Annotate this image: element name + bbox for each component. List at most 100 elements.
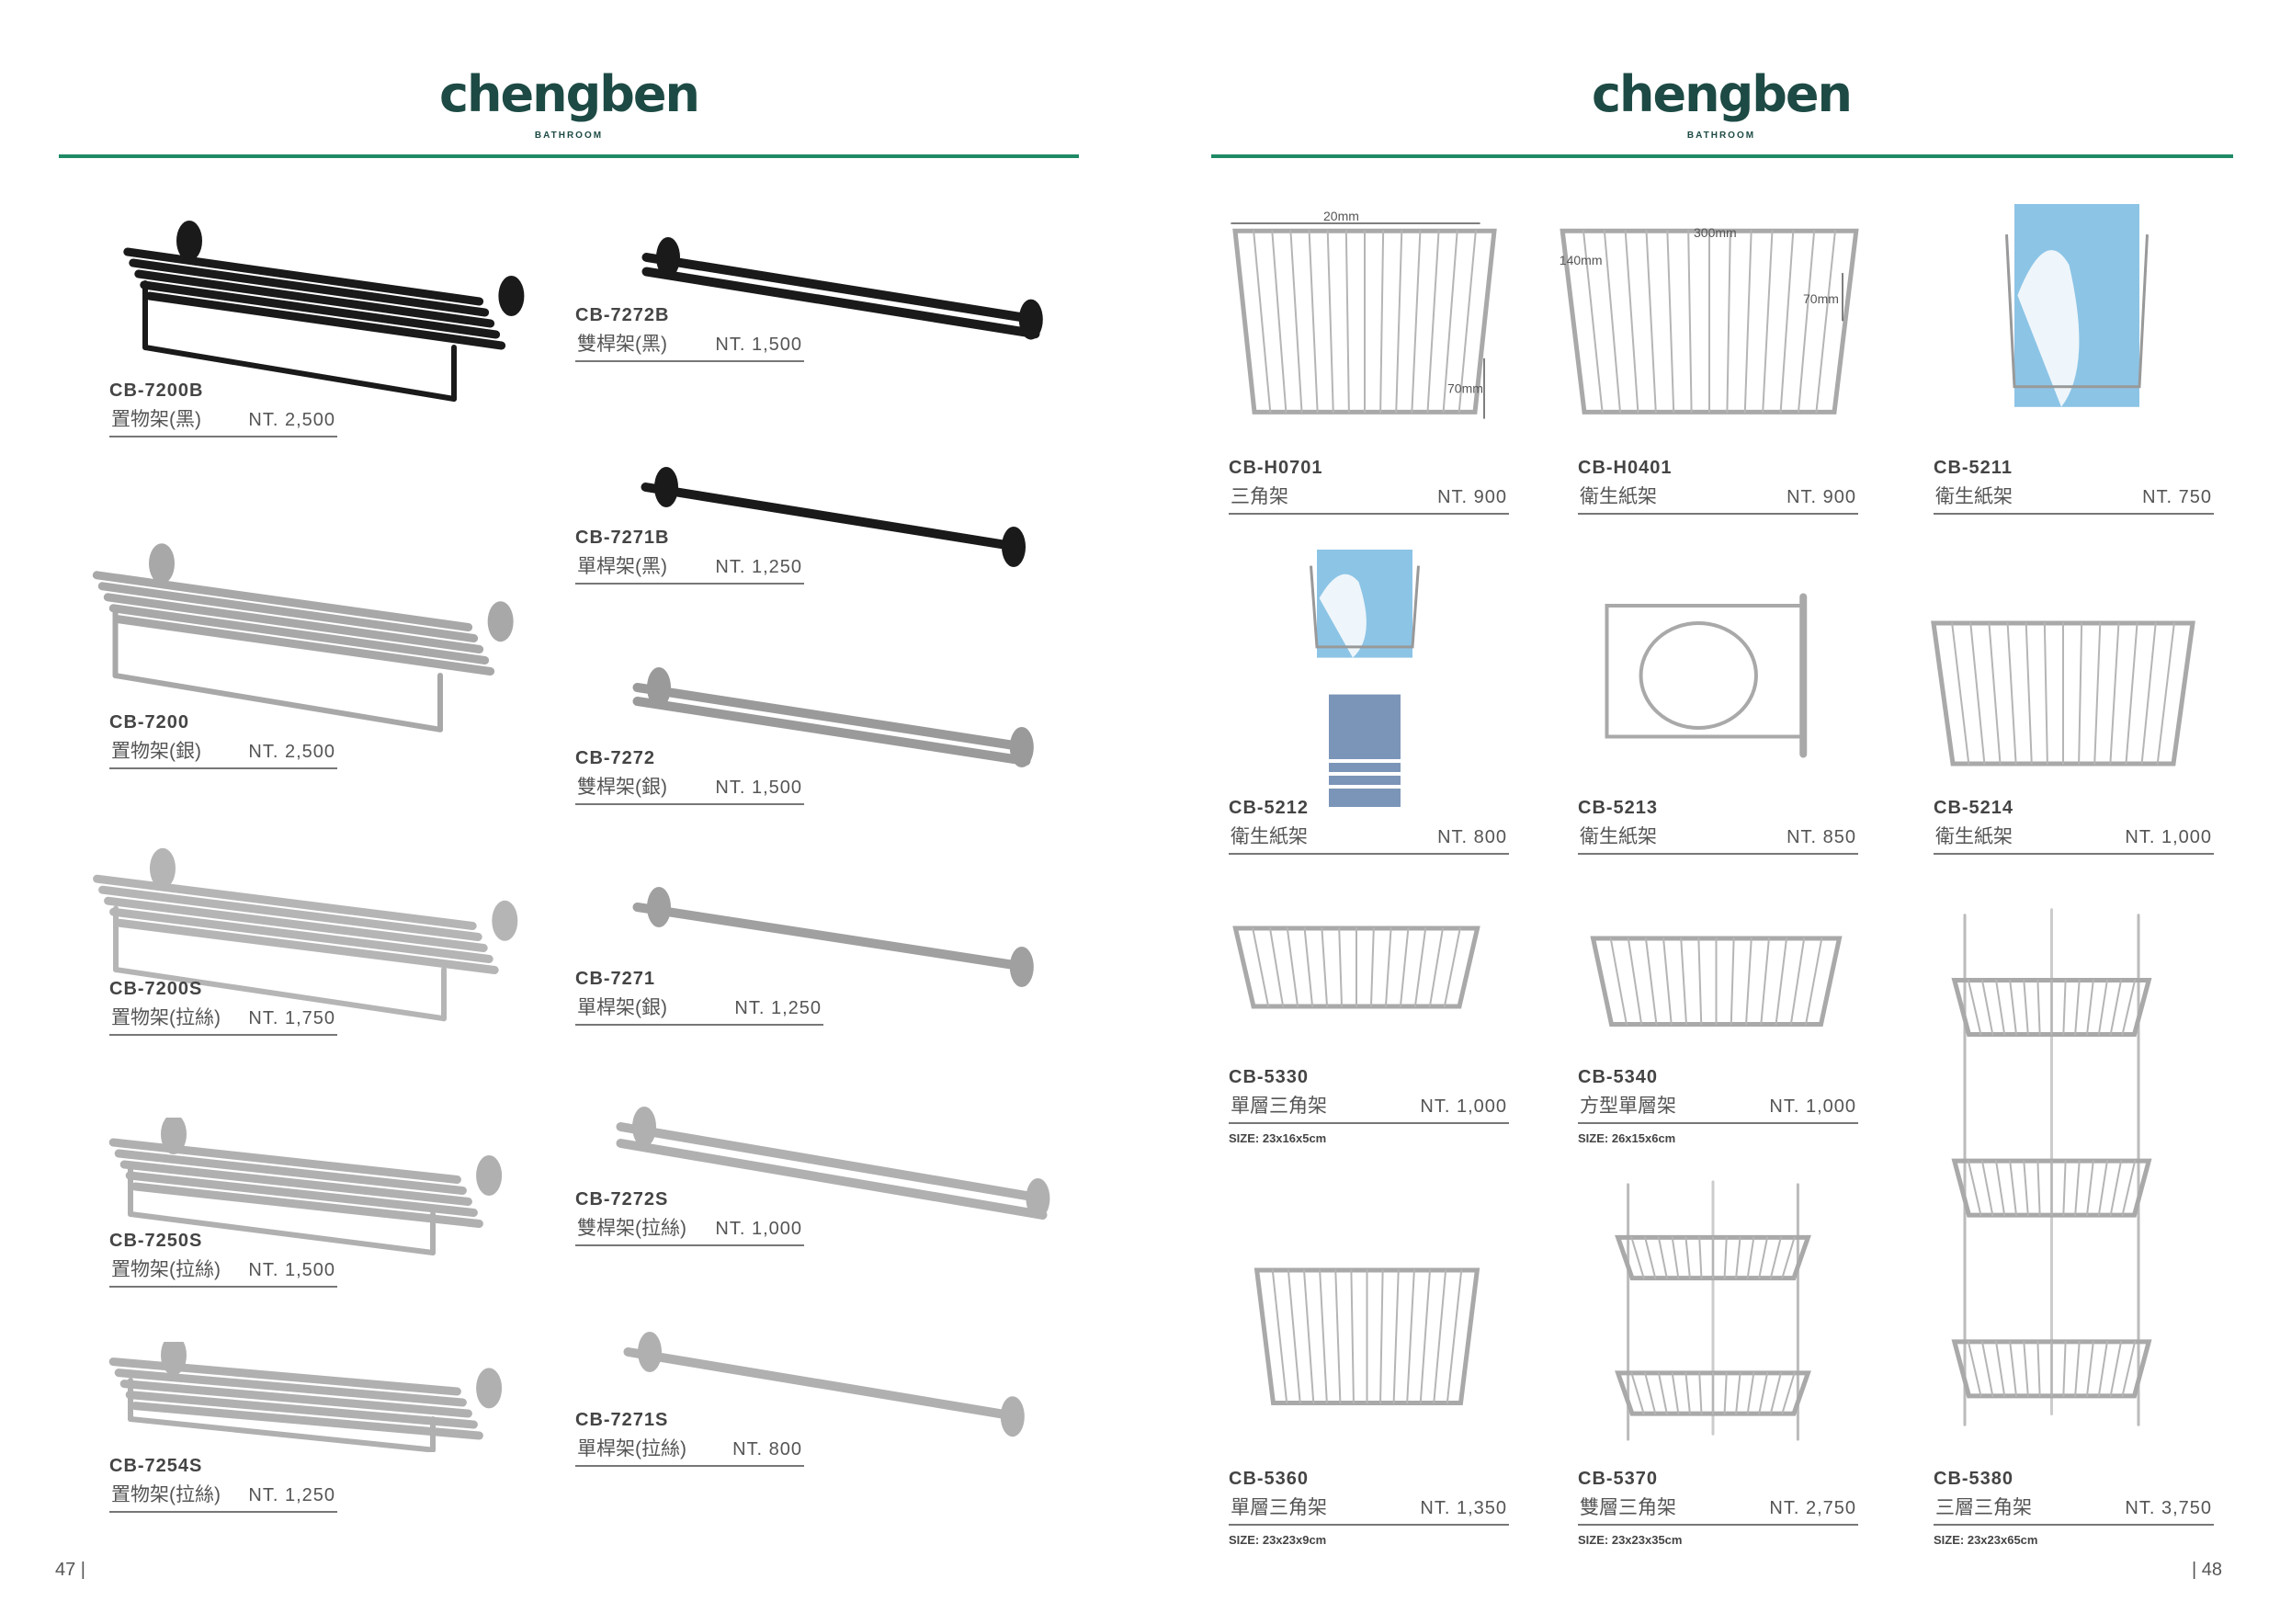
mount-cap — [647, 887, 671, 927]
wire — [140, 280, 501, 339]
product-name-price-row: 三層三角架 NT. 3,750 — [1934, 1490, 2214, 1526]
wire — [1269, 927, 1285, 1007]
wire — [2093, 622, 2102, 765]
product-code: CB-7271S — [575, 1410, 669, 1430]
basket-tier — [1232, 228, 1497, 415]
single-bar-icon — [632, 887, 1034, 987]
wire — [1769, 1236, 1782, 1279]
wire — [1644, 937, 1658, 1026]
wire — [616, 1139, 1048, 1220]
wire — [1303, 1269, 1315, 1404]
wire — [1995, 979, 2006, 1036]
wire — [2009, 1160, 2017, 1217]
product-name: 置物架(拉絲) — [111, 1007, 221, 1028]
basket-tier — [1951, 1158, 2152, 1218]
wire — [2109, 1340, 2123, 1397]
towel-rack-icon — [123, 221, 525, 402]
product-name-price-row: 雙桿架(銀) NT. 1,500 — [575, 769, 804, 805]
mount-cap — [1009, 947, 1034, 987]
wire — [119, 1160, 472, 1206]
wire — [2009, 979, 2017, 1036]
product-code: CB-5340 — [1578, 1067, 1659, 1087]
wire — [1458, 230, 1477, 414]
product-code: CB-5380 — [1934, 1469, 2014, 1489]
basket-tier — [1615, 1234, 1811, 1281]
product-label: CB-5330 單層三角架 NT. 1,000 SIZE: 23x16x5cm — [1229, 1066, 1509, 1145]
product-label: CB-7271 單桿架(銀) NT. 1,250 — [575, 968, 823, 1026]
mount-cap — [1000, 1396, 1025, 1437]
product-code: CB-5360 — [1229, 1469, 1310, 1489]
wire — [1319, 1269, 1328, 1404]
product-label: CB-5212 衛生紙架 NT. 800 — [1229, 797, 1509, 855]
wire — [130, 1182, 483, 1228]
mount-cap — [498, 276, 525, 316]
brand-subtitle: BATHROOM — [534, 131, 604, 141]
wire — [1980, 979, 1994, 1036]
product-price: NT. 1,350 — [1420, 1498, 1507, 1518]
wire — [1338, 927, 1344, 1007]
product-code: CB-7200B — [109, 380, 204, 401]
wire — [1411, 230, 1422, 414]
wire — [2078, 622, 2083, 765]
wire — [632, 903, 1031, 971]
product-name: 雙桿架(黑) — [577, 334, 667, 355]
brand-subtitle: BATHROOM — [1686, 131, 1756, 141]
product-name: 單層三角架 — [1231, 1096, 1327, 1117]
product-name: 雙層三角架 — [1580, 1497, 1676, 1518]
wire — [2140, 622, 2157, 765]
brand-logo-right: chengben BATHROOM — [1583, 64, 1859, 142]
mount-cap — [476, 1368, 503, 1409]
wire — [108, 604, 490, 664]
wire — [113, 967, 447, 1022]
dimension-label: 20mm — [1323, 210, 1359, 223]
brand-logo-left: chengben BATHROOM — [431, 64, 707, 142]
product-label: CB-7272 雙桿架(銀) NT. 1,500 — [575, 747, 804, 805]
product-code: CB-7272S — [575, 1189, 669, 1209]
wire — [1379, 230, 1385, 414]
wire — [125, 1171, 478, 1217]
wire — [1775, 937, 1788, 1026]
product-name-price-row: 單桿架(銀) NT. 1,250 — [575, 990, 823, 1026]
wire — [114, 615, 495, 676]
wire — [1442, 230, 1458, 414]
wire — [1745, 937, 1753, 1026]
product-price: NT. 900 — [1437, 487, 1507, 507]
wire — [2109, 979, 2123, 1036]
wire — [1644, 1236, 1657, 1279]
product-label: CB-7254S 置物架(拉絲) NT. 1,250 — [109, 1455, 337, 1513]
wire — [2121, 979, 2137, 1036]
wire — [1697, 937, 1703, 1026]
product-price: NT. 2,500 — [248, 742, 335, 762]
corner-shelf-icon — [1253, 1267, 1480, 1405]
wire — [1760, 937, 1770, 1026]
tissue-holder-icon — [2005, 204, 2149, 407]
wire — [1781, 1371, 1796, 1415]
product-label: CB-7272B 雙桿架(黑) NT. 1,500 — [575, 304, 804, 362]
towel-rack-icon — [108, 1118, 503, 1255]
wire — [2086, 1160, 2094, 1217]
product-name-price-row: 雙層三角架 NT. 2,750 — [1578, 1490, 1858, 1526]
towel — [1329, 694, 1401, 807]
product-name: 單桿架(黑) — [577, 556, 667, 577]
product-name: 三層三角架 — [1935, 1497, 2032, 1518]
product-name-price-row: 方型單層架 NT. 1,000 — [1578, 1088, 1858, 1124]
holder-wire — [1310, 565, 1420, 649]
product-name-price-row: 置物架(銀) NT. 2,500 — [109, 733, 337, 769]
product-name-price-row: 衛生紙架 NT. 1,000 — [1934, 819, 2214, 855]
product-label: CB-7271S 單桿架(拉絲) NT. 800 — [575, 1409, 804, 1467]
wire — [2109, 622, 2120, 765]
wire — [1698, 1236, 1703, 1279]
wire — [1726, 230, 1731, 414]
product-label: CB-5370 雙層三角架 NT. 2,750 SIZE: 23x23x35cm — [1578, 1468, 1858, 1547]
wire — [130, 1402, 483, 1440]
product-label: CB-7200S 置物架(拉絲) NT. 1,750 — [109, 978, 337, 1036]
wire — [2062, 979, 2067, 1036]
wire — [114, 1149, 467, 1195]
mount-cap — [638, 1332, 662, 1372]
towel-rack-icon — [93, 847, 518, 1022]
frame — [1605, 604, 1806, 739]
wire — [145, 291, 506, 350]
wire — [1657, 1371, 1668, 1415]
product-label: CB-H0701 三角架 NT. 900 — [1229, 457, 1509, 515]
wire — [112, 673, 443, 733]
